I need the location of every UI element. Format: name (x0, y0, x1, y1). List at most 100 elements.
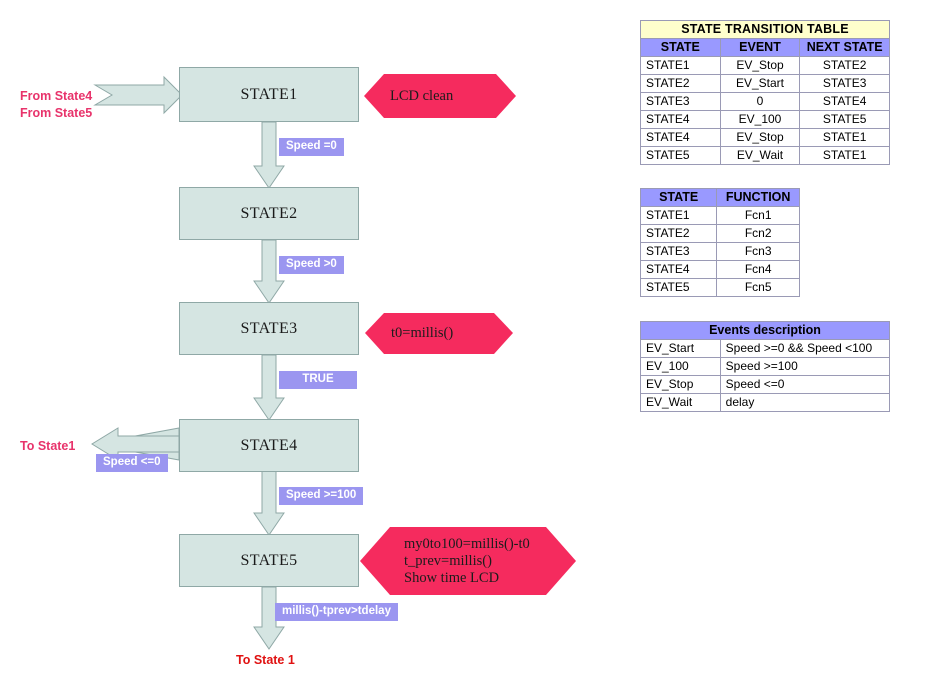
state-box-state3[interactable]: STATE3 (179, 302, 359, 355)
state-label: STATE3 (240, 319, 298, 337)
edge-label-text: Speed =0 (286, 140, 337, 152)
cell-state: STATE1 (639, 206, 718, 225)
cell-event: EV_Wait (719, 146, 801, 165)
cell-description: Speed >=100 (719, 357, 891, 376)
table-title-row: STATE TRANSITION TABLE (640, 20, 890, 39)
cell-event: EV_Stop (719, 56, 801, 75)
cell-next-state: STATE1 (799, 128, 890, 147)
cell-state: STATE1 (640, 56, 721, 75)
cell-function: Fcn5 (716, 278, 800, 297)
column-header-next-state: NEXT STATE (799, 38, 890, 57)
callout-text: LCD clean (362, 72, 518, 120)
cell-function: Fcn1 (716, 206, 800, 225)
cell-next-state: STATE1 (799, 146, 890, 165)
exit-label-to-state1-side: To State1 (20, 438, 75, 455)
table-row: STATE5 EV_Wait STATE1 (640, 146, 890, 165)
cell-function: Fcn4 (716, 260, 800, 279)
callout-t0-millis[interactable]: t0=millis() (363, 311, 515, 356)
state-box-state1[interactable]: STATE1 (179, 67, 359, 122)
entry-label-from-state5: From State5 (20, 105, 92, 122)
callout-line: LCD clean (390, 87, 454, 104)
table-row: EV_Stop Speed <=0 (640, 375, 891, 394)
cell-state: STATE2 (639, 224, 718, 243)
cell-event: EV_Stop (640, 375, 721, 394)
state-box-state5[interactable]: STATE5 (179, 534, 359, 587)
cell-event: EV_Start (719, 74, 801, 93)
table-row: STATE4 EV_100 STATE5 (640, 110, 890, 129)
edge-label-text: millis()-tprev>tdelay (282, 605, 391, 617)
exit-label-text: To State 1 (236, 653, 295, 667)
edge-label-text: Speed >=100 (286, 489, 357, 501)
cell-next-state: STATE5 (799, 110, 890, 129)
cell-description: Speed >=0 && Speed <100 (719, 339, 891, 358)
arrow-entry-to-state1 (93, 75, 183, 115)
cell-event: EV_Stop (719, 128, 801, 147)
cell-state: STATE5 (639, 278, 718, 297)
column-header-state: STATE (640, 38, 721, 57)
exit-label-to-state1-bottom: To State 1 (236, 653, 295, 667)
state-transition-table: STATE TRANSITION TABLE STATE EVENT NEXT … (640, 20, 890, 165)
edge-label-speed-gte-100: Speed >=100 (279, 487, 364, 505)
callout-my0to100[interactable]: my0to100=millis()-t0 t_prev=millis() Sho… (358, 525, 578, 597)
table-row: EV_Wait delay (640, 393, 891, 412)
edge-label-speed-gt-0: Speed >0 (279, 256, 344, 274)
exit-label-text: To State1 (20, 439, 76, 453)
state-box-state2[interactable]: STATE2 (179, 187, 359, 240)
callout-text: t0=millis() (363, 311, 515, 356)
entry-label-text: From State4 (20, 89, 93, 103)
table-row: EV_Start Speed >=0 && Speed <100 (640, 339, 891, 358)
cell-event: EV_100 (719, 110, 801, 129)
callout-lcd-clean[interactable]: LCD clean (362, 72, 518, 120)
state-box-state4[interactable]: STATE4 (179, 419, 359, 472)
callout-text: my0to100=millis()-t0 t_prev=millis() Sho… (358, 525, 578, 597)
table-row: STATE5 Fcn5 (639, 278, 800, 297)
table-row: STATE4 EV_Stop STATE1 (640, 128, 890, 147)
cell-state: STATE3 (640, 92, 721, 111)
callout-line: t_prev=millis() (404, 552, 492, 569)
table-row: STATE4 Fcn4 (639, 260, 800, 279)
cell-state: STATE3 (639, 242, 718, 261)
cell-function: Fcn3 (716, 242, 800, 261)
edge-label-text: Speed >0 (286, 258, 337, 270)
hexagon-shape (365, 313, 513, 354)
table-row: STATE2 EV_Start STATE3 (640, 74, 890, 93)
cell-state: STATE5 (640, 146, 721, 165)
column-header-function: FUNCTION (716, 188, 800, 207)
edge-label-millis-tprev: millis()-tprev>tdelay (275, 603, 398, 621)
table-title: Events description (640, 321, 890, 340)
table-header-row: STATE EVENT NEXT STATE (640, 38, 890, 57)
edge-label-text: Speed <=0 (103, 456, 161, 468)
entry-label-from-state4: From State4 (20, 88, 92, 105)
column-header-event: EVENT (719, 38, 801, 57)
hexagon-shape (360, 527, 576, 595)
cell-state: STATE4 (640, 128, 721, 147)
events-description-table: Events description EV_Start Speed >=0 &&… (640, 321, 891, 412)
callout-line: my0to100=millis()-t0 (404, 535, 530, 552)
cell-next-state: STATE2 (799, 56, 890, 75)
state-label: STATE2 (240, 204, 298, 222)
table-row: EV_100 Speed >=100 (640, 357, 891, 376)
cell-next-state: STATE3 (799, 74, 890, 93)
cell-event: EV_Start (640, 339, 721, 358)
cell-next-state: STATE4 (799, 92, 890, 111)
cell-description: delay (719, 393, 891, 412)
hexagon-shape (364, 74, 516, 118)
entry-label-text: From State5 (20, 106, 93, 120)
column-header-state: STATE (639, 188, 718, 207)
table-header-row: Events description (640, 321, 890, 340)
cell-event: EV_100 (640, 357, 721, 376)
cell-description: Speed <=0 (719, 375, 891, 394)
state-label: STATE1 (240, 85, 298, 103)
table-row: STATE1 Fcn1 (639, 206, 800, 225)
table-row: STATE3 0 STATE4 (640, 92, 890, 111)
cell-event: 0 (719, 92, 801, 111)
table-title: STATE TRANSITION TABLE (640, 20, 890, 39)
state-label: STATE5 (240, 551, 298, 569)
table-header-row: STATE FUNCTION (639, 188, 800, 207)
callout-line: t0=millis() (391, 325, 454, 341)
edge-label-text: TRUE (302, 373, 334, 385)
edge-label-true: TRUE (279, 371, 357, 389)
table-row: STATE2 Fcn2 (639, 224, 800, 243)
cell-function: Fcn2 (716, 224, 800, 243)
